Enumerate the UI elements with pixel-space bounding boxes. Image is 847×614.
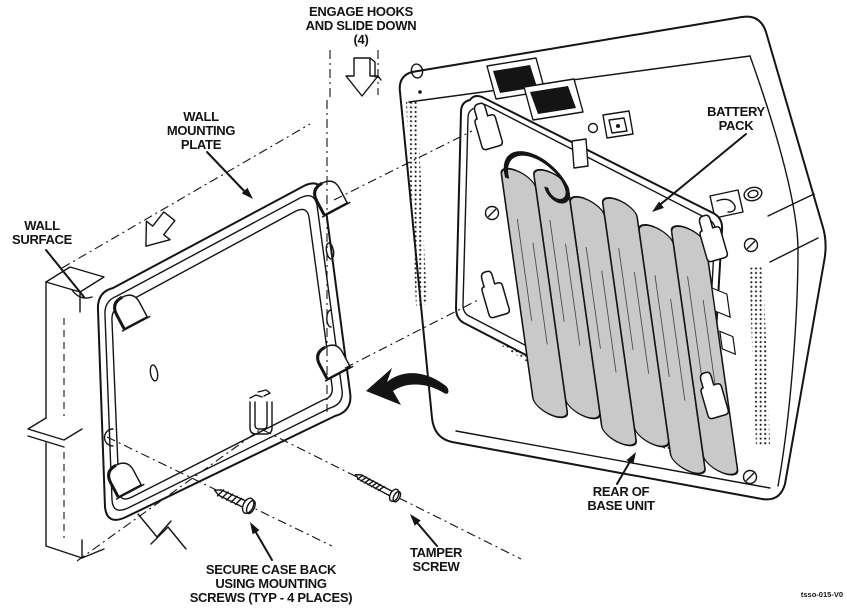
label-text: SURFACE: [12, 232, 73, 247]
wall-torn-edge: [71, 289, 93, 299]
projection-line: [333, 130, 473, 201]
speaker-grille: [406, 100, 427, 306]
case-screw: [743, 237, 759, 253]
tamper-screw: [354, 473, 402, 503]
case-screw: [484, 205, 500, 221]
label-text: WALL: [24, 218, 60, 233]
battery-clip: [719, 330, 737, 356]
label-text: WALL: [183, 109, 219, 124]
battery-clip: [711, 287, 731, 319]
label-text: ENGAGE HOOKS: [309, 4, 414, 19]
label-text: AND SLIDE DOWN: [306, 18, 417, 33]
label-text: USING MOUNTING: [215, 576, 327, 591]
label-text: REAR OF: [593, 484, 650, 499]
hole: [743, 186, 763, 202]
label-text: MOUNTING: [167, 123, 236, 138]
figure-code: tsso-015-V0: [801, 590, 843, 599]
battery-wire: [503, 151, 570, 204]
mounting-screw: [213, 489, 256, 515]
slide-down-arrow-icon: [345, 57, 382, 97]
label-tamper-screw: TAMPER SCREW: [410, 545, 463, 574]
power-jack: [602, 110, 634, 139]
tamper-screw-bracket: [249, 389, 273, 435]
side-face-edge: [749, 55, 799, 487]
break-mark: [150, 526, 187, 550]
plate-hole: [103, 428, 114, 447]
label-text: SCREWS (TYP - 4 PLACES): [190, 590, 353, 605]
projection-line: [106, 436, 333, 547]
corner-hatch: [767, 193, 819, 263]
label-rear-of-base-unit: REAR OF BASE UNIT: [587, 484, 655, 513]
label-secure-case-back: SECURE CASE BACK USING MOUNTING SCREWS (…: [190, 562, 353, 605]
attach-direction-arrow-icon: [366, 368, 449, 405]
battery-pack: [500, 151, 739, 476]
bracket-screw-detail: [249, 389, 271, 399]
label-text: (4): [354, 32, 369, 47]
wall-mounting-plate: [96, 174, 355, 521]
bottom-rim: [455, 430, 771, 489]
projection-line: [344, 298, 481, 369]
label-wall-surface: WALL SURFACE: [12, 218, 73, 247]
labels: ENGAGE HOOKS AND SLIDE DOWN (4) WALL MOU…: [12, 4, 843, 605]
line-clip: [709, 189, 744, 219]
plate-hole: [326, 309, 332, 328]
case-screw: [742, 469, 758, 485]
rj-jack: [523, 78, 584, 121]
hole-inner: [747, 189, 759, 199]
top-face-edge: [408, 55, 751, 103]
slot: [571, 138, 589, 169]
wall-slide-arrow-icon: [145, 211, 176, 247]
leader-lines: [45, 133, 747, 561]
label-text: PLATE: [181, 137, 222, 152]
label-text: BATTERY: [707, 104, 765, 119]
label-text: PACK: [719, 118, 755, 133]
plate-hole: [149, 364, 159, 382]
reset-hole: [587, 122, 599, 134]
speaker-grille: [749, 266, 770, 446]
label-battery-pack: BATTERY PACK: [707, 104, 766, 133]
label-wall-mounting-plate: WALL MOUNTING PLATE: [167, 109, 236, 152]
label-text: TAMPER: [410, 545, 463, 560]
label-text: SECURE CASE BACK: [206, 562, 337, 577]
base-unit: [398, 15, 827, 501]
label-engage-hooks: ENGAGE HOOKS AND SLIDE DOWN (4): [306, 4, 417, 47]
pin-hole: [418, 90, 422, 94]
wall-surface: [27, 266, 187, 559]
label-text: SCREW: [413, 559, 461, 574]
corner-hole: [410, 63, 424, 79]
break-mark: [137, 513, 172, 538]
plate-hole: [325, 242, 335, 260]
label-text: BASE UNIT: [587, 498, 655, 513]
